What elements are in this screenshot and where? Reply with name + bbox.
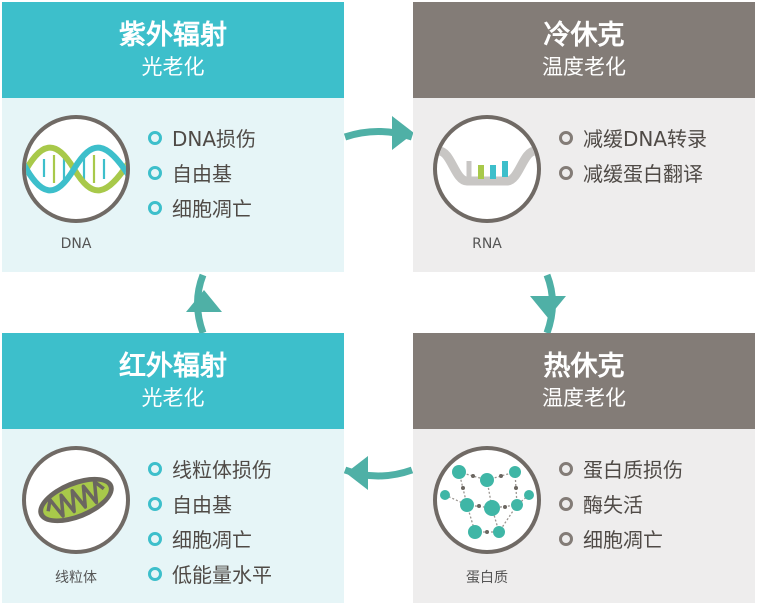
list-item: 自由基 xyxy=(148,155,256,190)
bullet-icon xyxy=(148,165,162,180)
card-subtitle: 光老化 xyxy=(141,386,205,410)
bullet-icon xyxy=(559,165,573,180)
card-body: RNA 减缓DNA转录 减缓蛋白翻译 xyxy=(413,98,755,272)
uv-effects-list: DNA损伤 自由基 细胞凋亡 xyxy=(148,120,256,225)
card-body: 线粒体 线粒体损伤 自由基 细胞凋亡 低能量水平 xyxy=(2,429,344,603)
bullet-icon xyxy=(559,130,573,145)
card-body: DNA DNA损伤 自由基 细胞凋亡 xyxy=(2,98,344,272)
card-header: 紫外辐射 光老化 xyxy=(2,2,344,98)
card-body: 蛋白质 蛋白质损伤 酶失活 细胞凋亡 xyxy=(413,429,755,603)
card-header: 冷休克 温度老化 xyxy=(413,2,755,98)
list-item: 减缓DNA转录 xyxy=(559,120,707,155)
bullet-icon xyxy=(148,461,162,476)
card-header: 红外辐射 光老化 xyxy=(2,333,344,429)
list-item: 自由基 xyxy=(148,486,272,521)
bullet-icon xyxy=(148,200,162,215)
list-item: 线粒体损伤 xyxy=(148,451,272,486)
arrowhead-up xyxy=(186,290,222,312)
bullet-icon xyxy=(559,461,573,476)
bullet-icon xyxy=(148,531,162,546)
heat-effects-list: 蛋白质损伤 酶失活 细胞凋亡 xyxy=(559,451,683,556)
list-item: 酶失活 xyxy=(559,486,683,521)
card-title: 冷休克 xyxy=(543,20,625,51)
card-ir-radiation: 红外辐射 光老化 线粒体 线粒体损伤 自由基 细胞凋亡 低能量水平 xyxy=(2,333,344,603)
card-subtitle: 温度老化 xyxy=(542,386,626,410)
dna-icon xyxy=(22,115,130,223)
list-item: 低能量水平 xyxy=(148,556,272,591)
card-title: 红外辐射 xyxy=(119,351,227,382)
card-title: 热休克 xyxy=(543,351,625,382)
arrowhead-left xyxy=(346,456,368,490)
list-item: 蛋白质损伤 xyxy=(559,451,683,486)
list-item: 细胞凋亡 xyxy=(148,190,256,225)
protein-caption: 蛋白质 xyxy=(466,570,508,586)
list-item: 减缓蛋白翻译 xyxy=(559,155,707,190)
bullet-icon xyxy=(148,566,162,581)
card-subtitle: 光老化 xyxy=(141,55,205,79)
bullet-icon xyxy=(559,496,573,511)
arrowhead-down xyxy=(530,296,566,318)
card-subtitle: 温度老化 xyxy=(542,55,626,79)
card-cold-shock: 冷休克 温度老化 RNA 减缓DNA转录 减缓蛋白翻译 xyxy=(413,2,755,272)
bullet-icon xyxy=(148,496,162,511)
ir-effects-list: 线粒体损伤 自由基 细胞凋亡 低能量水平 xyxy=(148,451,272,591)
arrowhead-right xyxy=(392,116,414,150)
list-item: DNA损伤 xyxy=(148,120,256,155)
card-title: 紫外辐射 xyxy=(119,20,227,51)
dna-caption: DNA xyxy=(60,236,92,252)
bullet-icon xyxy=(148,130,162,145)
card-header: 热休克 温度老化 xyxy=(413,333,755,429)
cold-effects-list: 减缓DNA转录 减缓蛋白翻译 xyxy=(559,120,707,190)
mitochondria-caption: 线粒体 xyxy=(55,570,97,586)
rna-caption: RNA xyxy=(472,236,502,252)
list-item: 细胞凋亡 xyxy=(148,521,272,556)
mitochondria-icon xyxy=(22,446,130,554)
bullet-icon xyxy=(559,531,573,546)
card-uv-radiation: 紫外辐射 光老化 DNA DNA损伤 自由基 细胞凋 xyxy=(2,2,344,272)
rna-icon xyxy=(433,115,541,223)
protein-icon xyxy=(433,446,541,554)
list-item: 细胞凋亡 xyxy=(559,521,683,556)
card-heat-shock: 热休克 温度老化 xyxy=(413,333,755,603)
